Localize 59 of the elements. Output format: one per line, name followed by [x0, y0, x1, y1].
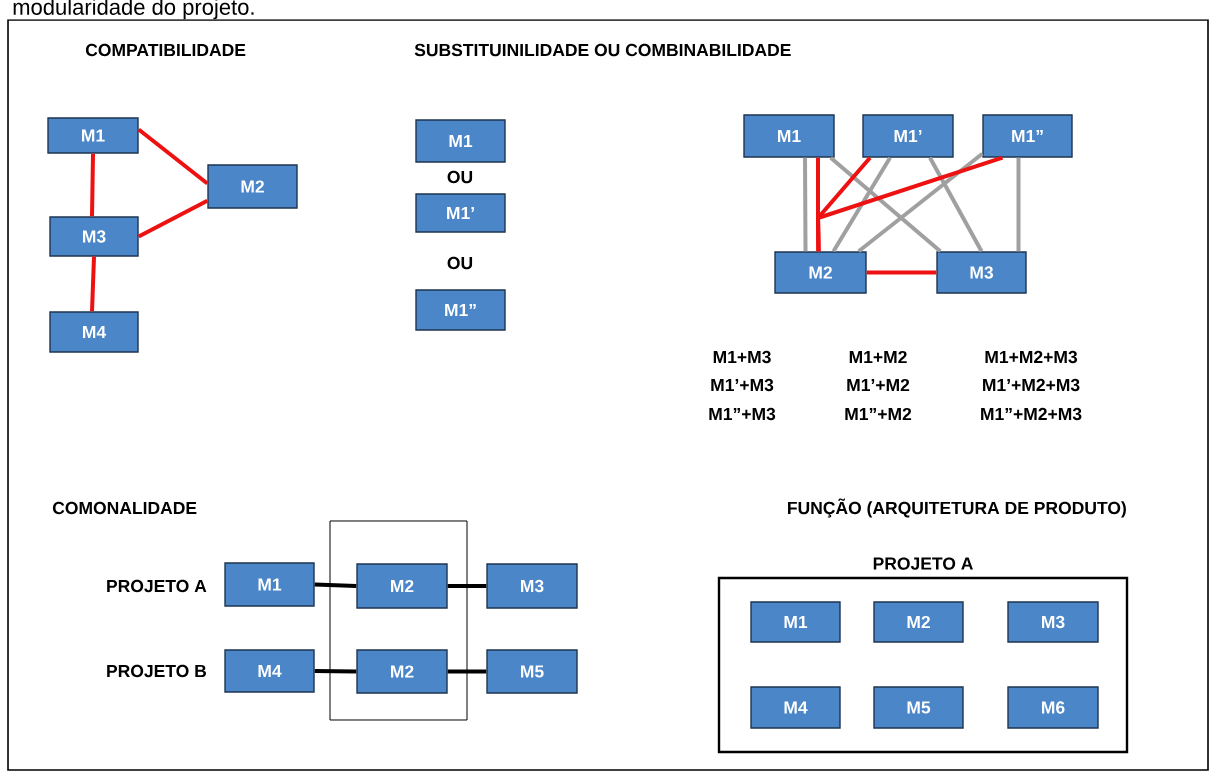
combination-text: M1+M2+M3	[985, 350, 1078, 364]
module-box: M1	[415, 119, 506, 163]
connector-line	[866, 270, 937, 275]
connector-line	[90, 256, 96, 312]
section-heading: COMPATIBILIDADE	[85, 43, 246, 57]
combination-text: M1+M3	[713, 350, 771, 364]
module-box: M1’	[415, 193, 506, 233]
combination-text: M1”+M2	[845, 407, 912, 421]
row-label: PROJETO A	[107, 579, 207, 593]
connector-line	[803, 157, 808, 252]
connector-word: OU	[447, 170, 473, 184]
module-box: M1”	[982, 114, 1073, 158]
connector-word: OU	[447, 256, 473, 270]
module-box: M1	[743, 114, 835, 158]
group-frame	[329, 520, 468, 721]
module-box: M1”	[415, 289, 506, 331]
module-box: M5	[873, 686, 964, 729]
module-box: M5	[486, 649, 578, 694]
combination-text: M1’+M3	[711, 378, 774, 392]
connector-line	[314, 669, 357, 674]
row-label: PROJETO B	[107, 664, 206, 678]
module-box: M2	[356, 649, 448, 694]
combination-text: M1’+M2	[847, 378, 910, 392]
module-box: M2	[207, 164, 298, 209]
connector-line	[137, 127, 209, 186]
module-box: M3	[936, 251, 1027, 294]
connector-line	[447, 584, 487, 588]
module-box: M3	[1007, 601, 1099, 643]
combination-text: M1”+M3	[709, 407, 776, 421]
module-box: M3	[486, 563, 578, 609]
combination-text: M1+M2	[849, 350, 907, 364]
module-box: M1	[224, 562, 315, 607]
section-heading: SUBSTITUINILIDADE OU COMBINABILIDADE	[414, 43, 791, 57]
connector-line	[447, 669, 487, 674]
connector-line	[829, 156, 942, 253]
module-box: M6	[1007, 686, 1099, 729]
module-box: M1’	[862, 114, 954, 158]
combination-text: M1’+M2+M3	[983, 378, 1080, 392]
module-box: M1	[47, 117, 139, 154]
section-heading: FUNÇÃO (ARQUITETURA DE PRODUTO)	[788, 498, 1126, 518]
connector-line	[1016, 157, 1021, 252]
module-box: M4	[49, 311, 139, 353]
module-box: M4	[224, 649, 315, 693]
combination-text: M1”+M2+M3	[981, 407, 1082, 421]
connector-line	[816, 155, 1004, 252]
connector-line	[831, 156, 892, 253]
connector-line	[928, 156, 984, 253]
section-heading: COMONALIDADE	[52, 501, 197, 515]
module-box: M2	[356, 563, 448, 609]
connector-line	[857, 152, 984, 253]
connector-line	[314, 582, 357, 588]
node-label: PROJETO A	[873, 557, 973, 570]
module-box: M2	[873, 601, 964, 643]
connector-line	[90, 153, 95, 217]
module-box: M4	[750, 686, 841, 729]
module-box: M3	[49, 216, 139, 257]
module-box: M1	[750, 601, 841, 643]
module-box: M2	[774, 251, 867, 294]
connector-line	[137, 198, 209, 239]
